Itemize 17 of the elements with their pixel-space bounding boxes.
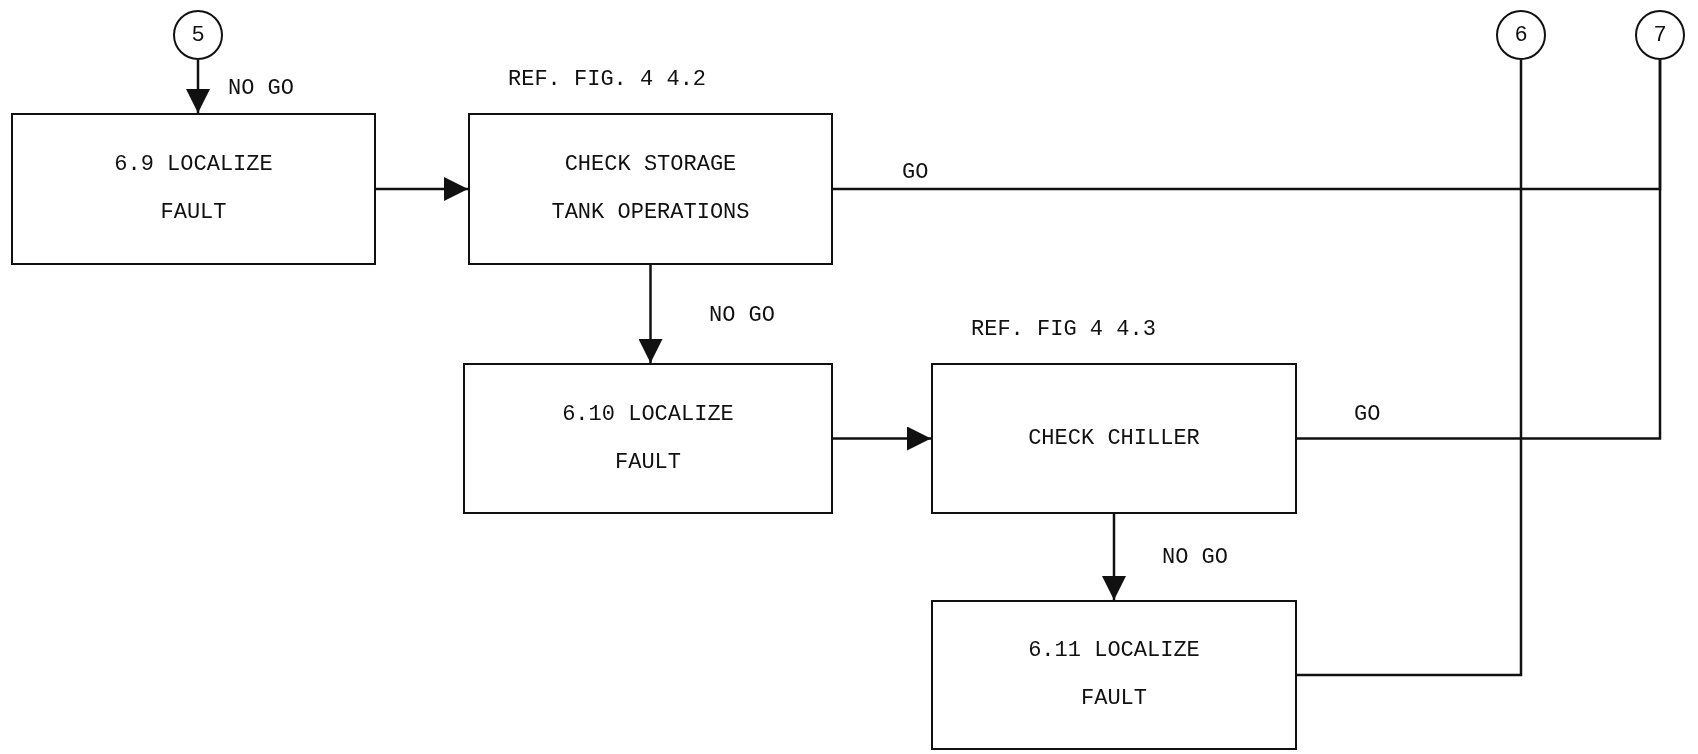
connector-line xyxy=(1297,60,1662,440)
connector-circle: 7 xyxy=(1635,10,1685,60)
connector-circle: 6 xyxy=(1496,10,1546,60)
box-text: 6.10 LOCALIZE FAULT xyxy=(561,400,735,477)
arrow xyxy=(376,177,468,201)
box-text: 6.11 LOCALIZE FAULT xyxy=(1027,637,1201,713)
connector-circle: 5 xyxy=(173,10,223,60)
arrow xyxy=(638,265,663,363)
box-text: 6.9 LOCALIZE FAULT xyxy=(113,151,274,227)
box-text: CHECK CHILLER xyxy=(1027,424,1201,453)
connector-line xyxy=(1297,60,1523,677)
reference-label: REF. FIG 4 4.3 xyxy=(971,317,1156,342)
arrow xyxy=(833,426,931,451)
box-text: CHECK STORAGE TANK OPERATIONS xyxy=(550,151,751,227)
arrow xyxy=(1102,514,1126,600)
reference-label: REF. FIG. 4 4.2 xyxy=(508,67,707,92)
arrow xyxy=(186,60,210,113)
